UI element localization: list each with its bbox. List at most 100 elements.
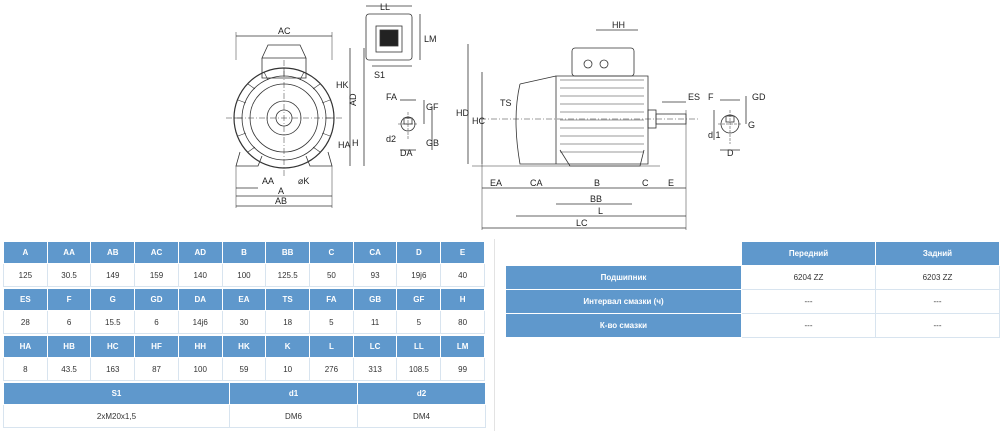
dim-header: HK <box>221 335 267 358</box>
dim-value: 159 <box>134 263 179 287</box>
bearing-rear-value: 6203 ZZ <box>875 265 1000 290</box>
dim-header: LM <box>440 335 485 358</box>
label-LM: LM <box>424 34 437 44</box>
lubrication-interval-label: Интервал смазки (ч) <box>505 289 742 314</box>
dim-value: 276 <box>309 357 354 381</box>
dim-header: AB <box>90 241 136 264</box>
dim-header: AA <box>46 241 92 264</box>
label-B: B <box>594 178 600 188</box>
label-AA: AA <box>262 176 274 186</box>
dim-header: B <box>221 241 267 264</box>
label-HC: HC <box>472 116 485 126</box>
dim-header: ES <box>3 288 48 311</box>
dim-header: FA <box>309 288 354 311</box>
label-AD: AD <box>348 93 358 106</box>
dim-header: LL <box>396 335 442 358</box>
dim-header: G <box>90 288 136 311</box>
dim-value: 8 <box>3 357 48 381</box>
label-E: E <box>668 178 674 188</box>
label-C: C <box>642 178 649 188</box>
label-H: H <box>352 138 359 148</box>
dim-value: 163 <box>90 357 136 381</box>
dim-header: S1 <box>3 382 230 405</box>
label-FA: FA <box>386 92 397 102</box>
dim-header: F <box>46 288 92 311</box>
dim-header: HC <box>90 335 136 358</box>
dim-value: 30.5 <box>46 263 92 287</box>
dim-header: HH <box>177 335 223 358</box>
label-CA: CA <box>530 178 543 188</box>
dim-value: DM6 <box>229 404 358 428</box>
bearing-corner <box>505 241 742 266</box>
dim-header: HA <box>3 335 48 358</box>
dim-value: 93 <box>352 263 398 287</box>
dim-value: 30 <box>221 310 267 334</box>
dim-header: C <box>309 241 354 264</box>
grease-amount-front: --- <box>741 313 876 338</box>
bearing-col-front: Передний <box>741 241 876 266</box>
dim-header: AC <box>134 241 179 264</box>
dim-value: 15.5 <box>90 310 136 334</box>
label-GB: GB <box>426 138 439 148</box>
motor-dimension-drawing: AC HK AD HA H AA ⌀K A AB LL LM S1 FA GF … <box>226 2 766 230</box>
dim-value: 19j6 <box>396 263 442 287</box>
dim-header: GF <box>396 288 442 311</box>
label-d2: d2 <box>386 134 396 144</box>
dim-header: AD <box>177 241 223 264</box>
label-LC: LC <box>576 218 588 228</box>
dim-header: d2 <box>357 382 486 405</box>
label-D: D <box>727 148 734 158</box>
dim-value: 14j6 <box>177 310 223 334</box>
label-LL: LL <box>380 2 390 12</box>
dim-value: 125.5 <box>265 263 311 287</box>
label-HH: HH <box>612 20 625 30</box>
label-BB: BB <box>590 194 602 204</box>
dim-value: 5 <box>396 310 442 334</box>
dim-header: K <box>265 335 311 358</box>
dim-header: HB <box>46 335 92 358</box>
dim-header: TS <box>265 288 311 311</box>
dim-value: 59 <box>221 357 267 381</box>
bearing-col-rear: Задний <box>875 241 1000 266</box>
label-G: G <box>748 120 755 130</box>
dim-value: 313 <box>352 357 398 381</box>
dim-header: BB <box>265 241 311 264</box>
dimension-table-2: ES F G GD DA EA TS FA GB GF H 28 6 15.5 … <box>3 288 485 334</box>
dim-value: 100 <box>221 263 267 287</box>
label-AB: AB <box>275 196 287 206</box>
bearing-table: Передний Задний Подшипник 6204 ZZ 6203 Z… <box>505 241 1000 338</box>
label-ES: ES <box>688 92 700 102</box>
label-A: A <box>278 186 284 196</box>
label-HD: HD <box>456 108 469 118</box>
dim-value: 40 <box>440 263 485 287</box>
dim-value: 18 <box>265 310 311 334</box>
label-HK: HK <box>336 80 349 90</box>
label-GF: GF <box>426 102 439 112</box>
dim-value: 28 <box>3 310 48 334</box>
dim-value: 5 <box>309 310 354 334</box>
dim-header: LC <box>352 335 398 358</box>
dim-value: 2xM20x1,5 <box>3 404 230 428</box>
dim-header: d1 <box>229 382 358 405</box>
dim-value: 100 <box>177 357 223 381</box>
dim-value: 125 <box>3 263 48 287</box>
dim-value: 108.5 <box>396 357 442 381</box>
dim-value: 99 <box>440 357 485 381</box>
label-GD: GD <box>752 92 766 102</box>
dim-header: HF <box>134 335 179 358</box>
label-EA: EA <box>490 178 502 188</box>
dim-value: DM4 <box>357 404 486 428</box>
label-AC: AC <box>278 26 291 36</box>
dim-value: 149 <box>90 263 136 287</box>
label-HA: HA <box>338 140 351 150</box>
bearing-front-value: 6204 ZZ <box>741 265 876 290</box>
dim-header: EA <box>221 288 267 311</box>
dim-value: 87 <box>134 357 179 381</box>
label-TS: TS <box>500 98 512 108</box>
label-S1: S1 <box>374 70 385 80</box>
dim-value: 140 <box>177 263 223 287</box>
dim-header: DA <box>177 288 223 311</box>
dim-value: 10 <box>265 357 311 381</box>
grease-amount-rear: --- <box>875 313 1000 338</box>
lubrication-interval-front: --- <box>741 289 876 314</box>
